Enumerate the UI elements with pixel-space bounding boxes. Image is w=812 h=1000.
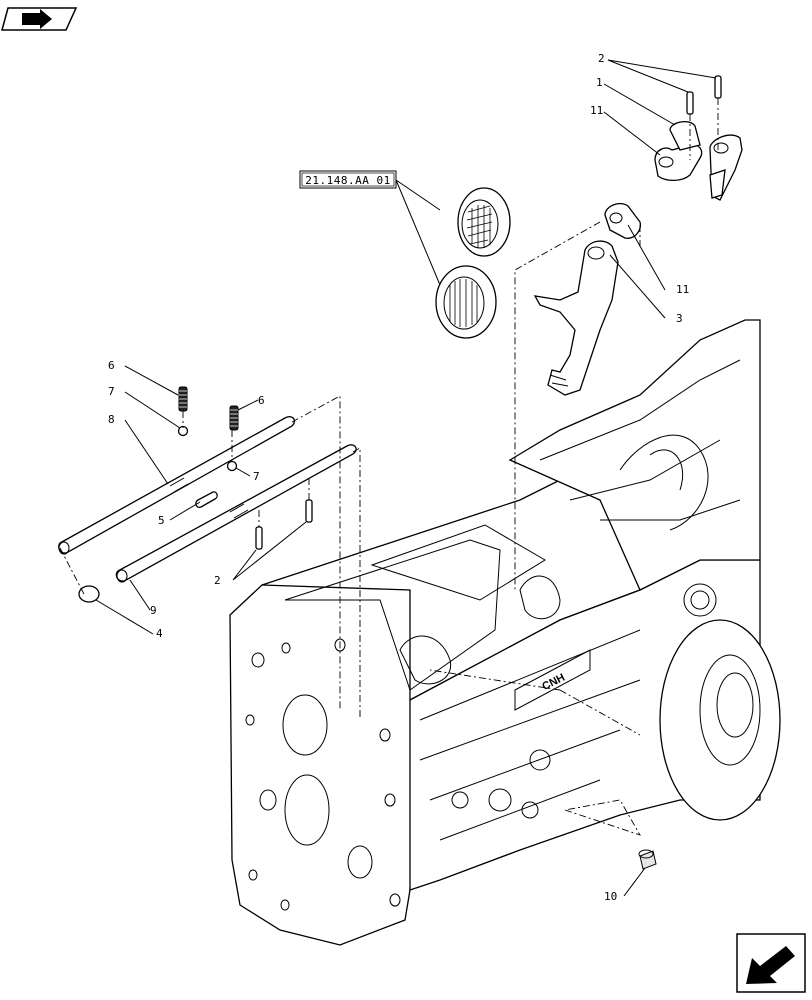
callout-2-top: 2 [598,52,605,65]
shift-fork-middle [604,202,641,239]
ball-right [226,460,238,472]
pin-top-right [714,75,722,99]
reference-leaders [395,179,441,286]
synchronizer-ring-lower [435,265,497,339]
next-page-arrow-icon[interactable] [736,933,806,993]
pin-bottom-left [255,526,263,550]
shift-rail-8 [58,416,296,555]
callout-5: 5 [158,514,165,527]
callout-leaders [95,59,717,897]
threaded-plug [638,849,657,870]
shift-fork-upper-left [654,120,703,182]
plug [78,585,100,603]
shift-rail-9 [115,444,357,583]
callout-numbers: 2 1 11 11 3 6 7 8 6 7 5 2 9 4 10 [108,52,689,903]
callout-6-left: 6 [108,359,115,372]
callout-3: 3 [676,312,683,325]
callout-7-right: 7 [253,470,260,483]
spring-right [229,405,239,431]
book-arrow-icon[interactable] [1,7,78,31]
transmission-housing: CNH [229,319,781,946]
callout-11-top: 11 [590,104,603,117]
callout-10: 10 [604,890,617,903]
reference-box[interactable]: 21.148.AA 01 [299,170,397,189]
shift-fork-upper-right [709,134,743,201]
spring-left [178,386,188,412]
callout-4: 4 [156,627,163,640]
callout-1: 1 [596,76,603,89]
callout-8: 8 [108,413,115,426]
callout-11-right: 11 [676,283,689,296]
callout-2-bottom: 2 [214,574,221,587]
synchronizer-ring-upper [457,187,511,257]
pin-top-left [686,91,694,115]
shift-fork-large [533,240,619,396]
reference-label: 21.148.AA 01 [305,174,390,187]
callout-7-left: 7 [108,385,115,398]
callout-9: 9 [150,604,157,617]
interlock-pin [195,491,218,508]
assembly-center-lines [59,98,719,836]
callout-6-right: 6 [258,394,265,407]
pin-bottom-right [305,499,313,523]
